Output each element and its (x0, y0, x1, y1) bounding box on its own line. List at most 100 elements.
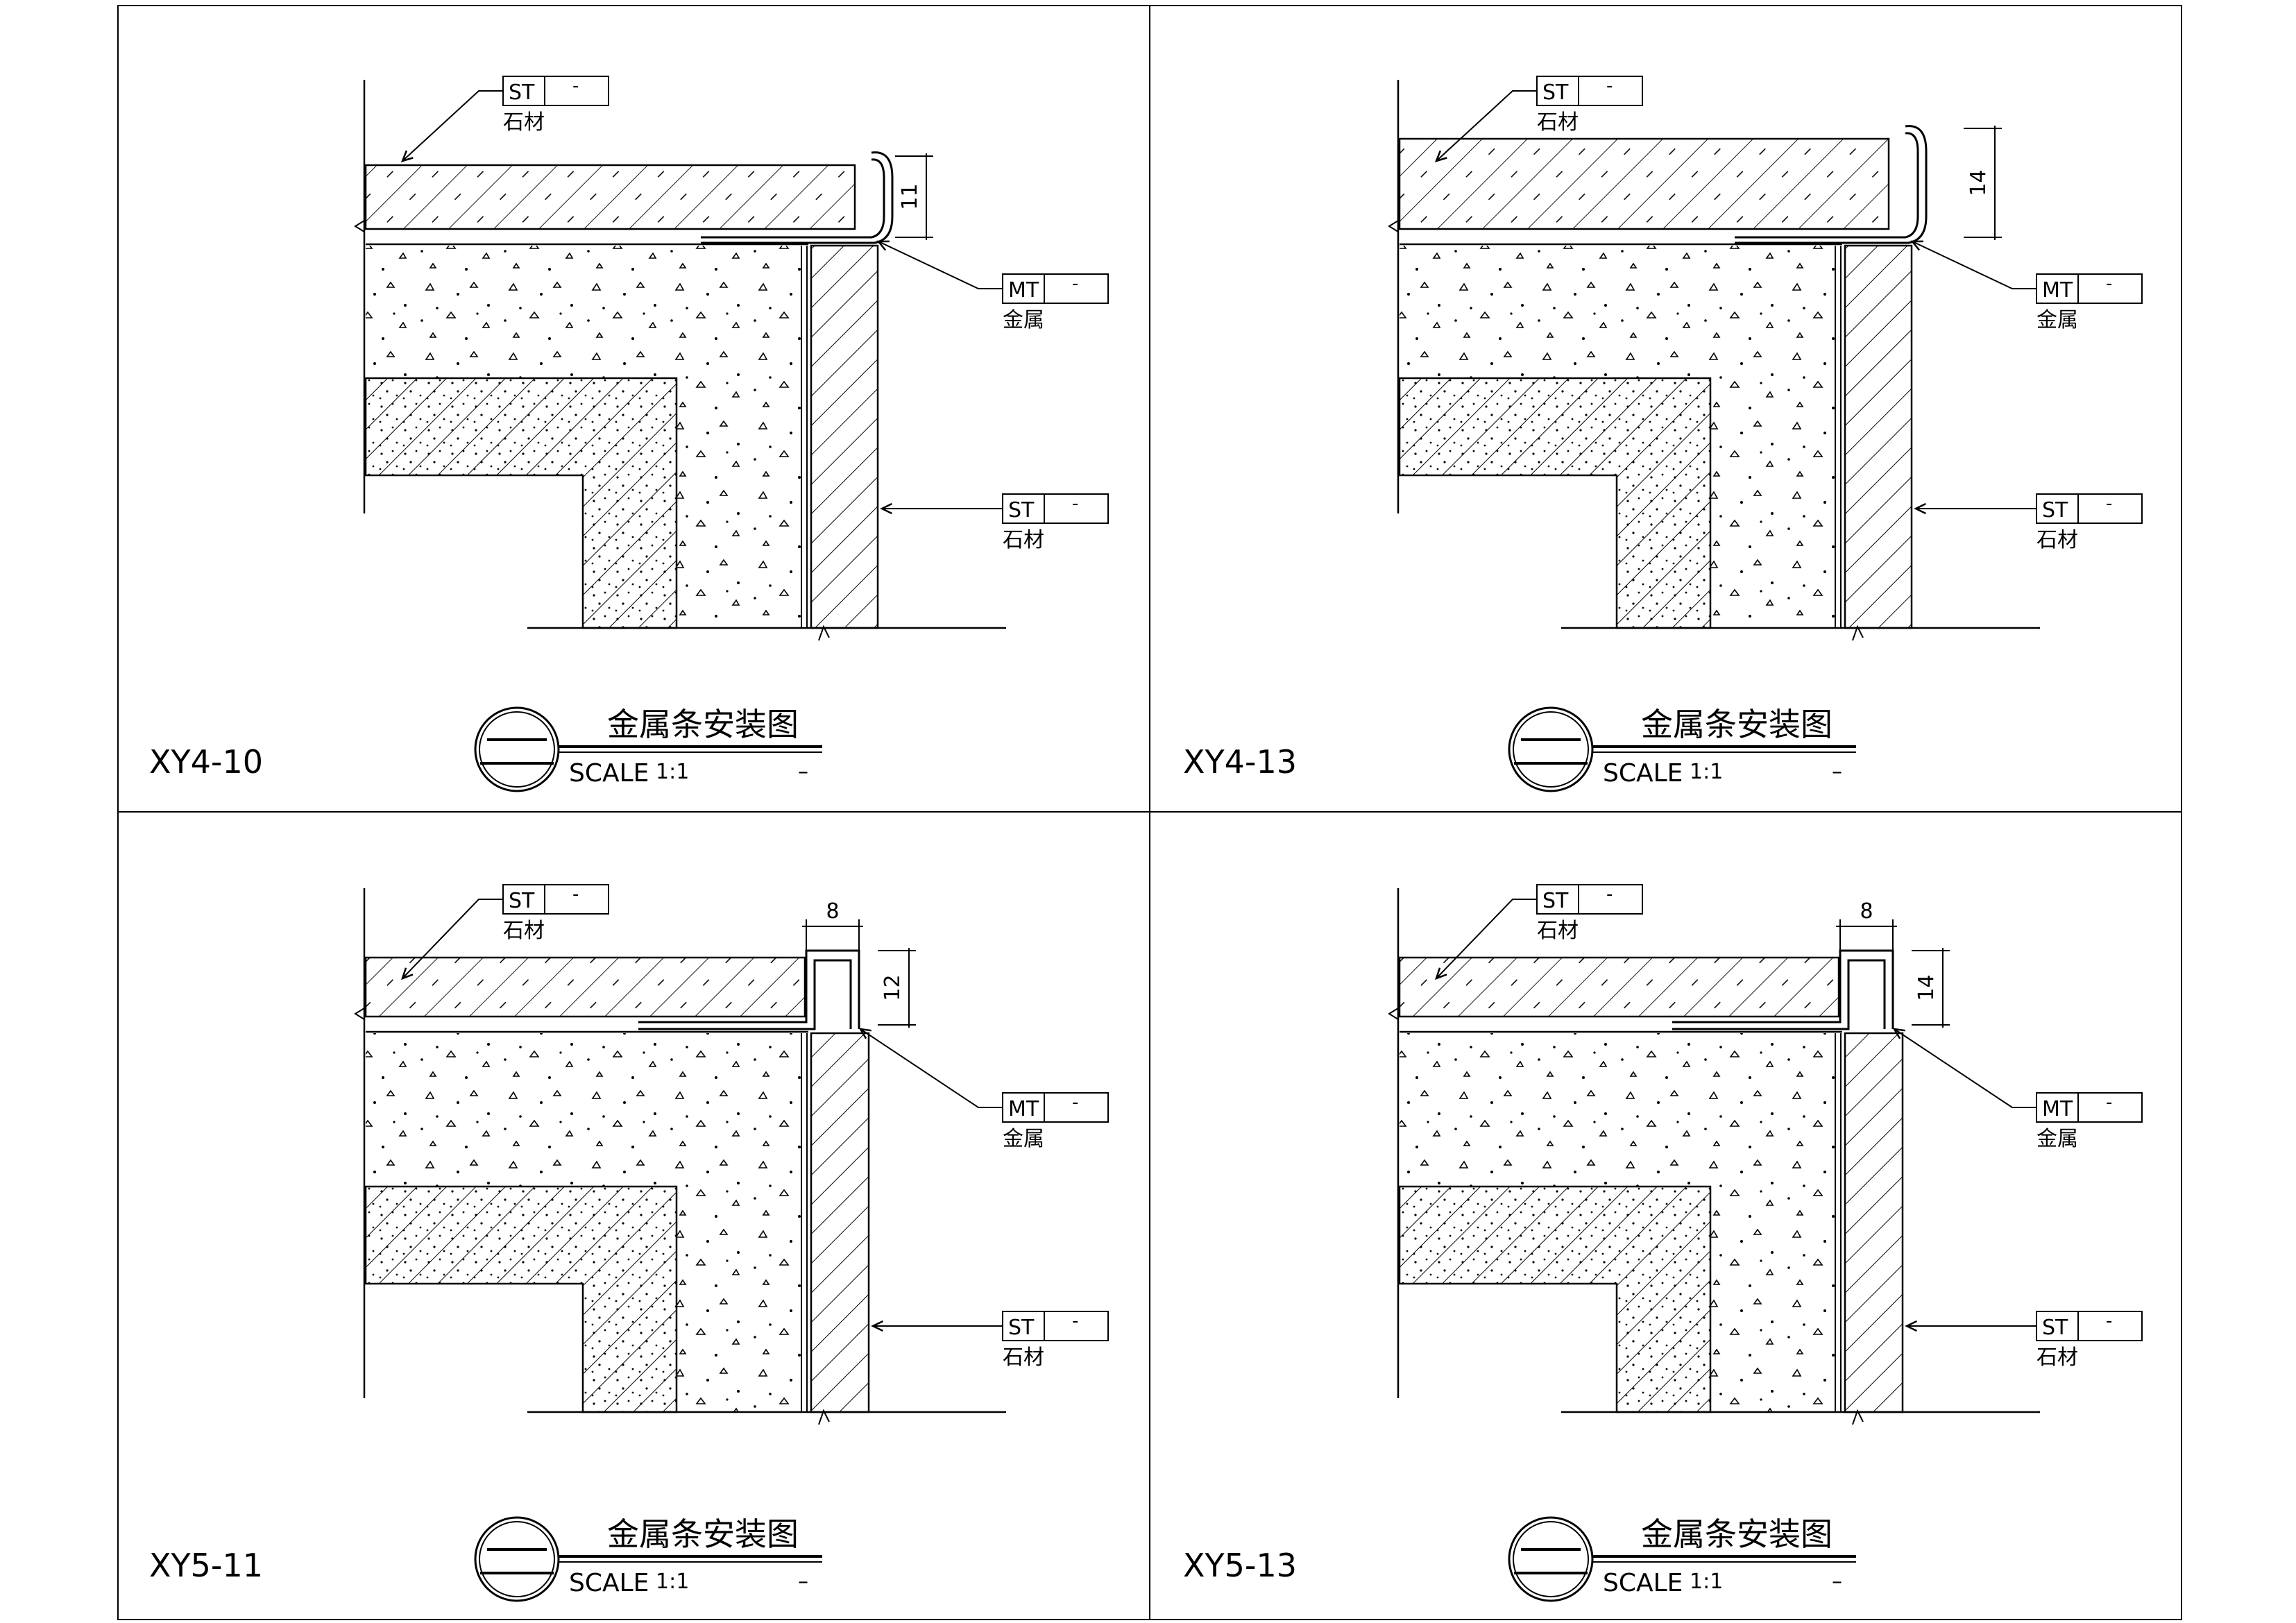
structure-dots (1400, 1187, 1710, 1412)
detail-title: 金属条安装图 (607, 1515, 799, 1553)
material-dash: - (572, 76, 579, 96)
material-name: 石材 (1537, 110, 1579, 135)
scale-label: SCALE (1603, 1569, 1683, 1597)
title-circle (1508, 706, 1594, 792)
dimension-value: 14 (1914, 974, 1939, 1001)
material-dash: - (2106, 1092, 2112, 1113)
material-tag: ST-石材 (502, 884, 609, 943)
scale-value: 1:1 (1690, 1570, 1723, 1594)
dimension: 11 (895, 153, 933, 240)
dimension-value: 8 (1860, 899, 1873, 924)
metal-trim-round (701, 158, 885, 239)
material-name: 金属 (1003, 308, 1044, 332)
concrete-fill (1400, 1033, 1835, 1412)
metal-trim-square-inner (1672, 959, 1886, 1030)
leader-line (1894, 1028, 2036, 1108)
scale-value: 1:1 (656, 760, 689, 784)
leader-arrowhead (1434, 150, 1447, 162)
leader-line (1912, 241, 2036, 289)
leader-line (860, 1028, 1003, 1108)
leader-arrowhead (858, 1028, 872, 1039)
stone-cladding (810, 1032, 870, 1413)
scale-dash: – (1832, 1570, 1842, 1594)
detail-code: XY5-11 (149, 1547, 263, 1584)
scale-label: SCALE (569, 759, 649, 788)
material-tag: MT-金属 (1002, 273, 1109, 332)
material-tag: ST-石材 (1536, 76, 1643, 135)
dimension: 14 (1912, 948, 1950, 1028)
stone-slab (1398, 956, 1840, 1018)
break-mark (1388, 1008, 1399, 1020)
dimension: 8 (802, 899, 863, 951)
material-code: ST (1542, 889, 1569, 913)
dimension: 14 (1964, 126, 2002, 240)
leader-arrowhead (401, 967, 414, 980)
stone-slab (364, 164, 856, 230)
scale-dash: – (798, 1570, 808, 1594)
scale-dash: – (798, 760, 808, 784)
material-dash: - (1606, 884, 1613, 905)
metal-trim-round (1735, 132, 1919, 239)
material-dash: - (2106, 493, 2112, 514)
detail-title: 金属条安装图 (607, 706, 799, 743)
material-tag: ST-石材 (2036, 1311, 2143, 1370)
title-circle-inner (479, 711, 555, 788)
structure-dots (366, 378, 677, 628)
detail-code: XY4-10 (149, 743, 263, 781)
material-dash: - (572, 884, 579, 905)
stone-slab (364, 956, 806, 1018)
material-tag: ST-石材 (502, 76, 609, 135)
material-name: 石材 (2036, 528, 2078, 552)
material-tag: ST-石材 (1002, 493, 1109, 552)
leader-arrowhead (871, 1320, 883, 1332)
scale-value: 1:1 (1690, 760, 1723, 784)
material-dash: - (1072, 493, 1078, 514)
metal-trim-square-inner (638, 959, 852, 1030)
title-circle-inner (1513, 711, 1589, 788)
sheet-frame (117, 5, 2182, 1620)
scale-label: SCALE (1603, 759, 1683, 788)
material-code: MT (1008, 1097, 1039, 1121)
leader-line (1436, 90, 1537, 162)
leader-arrowhead (1910, 240, 1924, 251)
material-name: 石材 (1003, 1345, 1044, 1370)
material-dash: - (1072, 1092, 1078, 1113)
material-dash: - (1072, 1311, 1078, 1332)
title-circle (474, 706, 560, 792)
leader-arrowhead (1914, 502, 1926, 515)
leader-arrowhead (876, 240, 890, 251)
material-dash: - (2106, 1311, 2112, 1332)
leader-arrowhead (1435, 967, 1447, 980)
dimension-value: 11 (898, 183, 922, 210)
stone-slab (1398, 137, 1890, 230)
material-name: 金属 (2036, 1127, 2078, 1151)
detail-code: XY5-13 (1183, 1547, 1297, 1584)
dimension-value: 8 (826, 899, 839, 924)
material-tag: ST - 石材 (1536, 884, 1643, 943)
concrete-fill (366, 246, 801, 628)
material-name: 石材 (503, 919, 545, 943)
stone-cladding (1844, 244, 1913, 629)
break-mark (1388, 220, 1399, 232)
concrete-fill (366, 1033, 801, 1412)
break-mark (1852, 624, 1864, 641)
leader-line (402, 90, 503, 162)
dimension: 8 (1836, 899, 1897, 951)
material-name: 石材 (2036, 1345, 2078, 1370)
material-code: ST (1008, 498, 1035, 522)
leader-arrowhead (400, 150, 414, 162)
material-code: ST (1008, 1316, 1035, 1340)
leader-arrowhead (880, 502, 892, 515)
scale-value: 1:1 (656, 1570, 689, 1594)
material-tag: MT-金属 (1002, 1092, 1109, 1151)
material-name: 金属 (2036, 308, 2078, 332)
material-dash: - (2106, 273, 2112, 294)
title-circle (474, 1516, 560, 1602)
material-name: 石材 (1537, 919, 1579, 943)
break-mark (354, 1008, 365, 1020)
title-circle-inner (479, 1521, 555, 1597)
